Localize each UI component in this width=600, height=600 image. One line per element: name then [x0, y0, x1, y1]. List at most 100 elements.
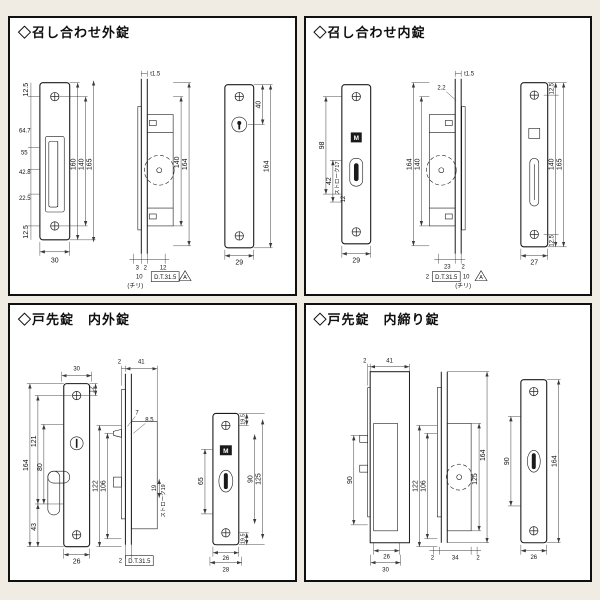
dim-top-margin: 12.5 [549, 82, 555, 94]
front-view-interior-plate: M [212, 412, 240, 545]
dim-2: 2 [425, 275, 429, 281]
dim-top-margin: 12.5 [23, 83, 30, 97]
keyhole-icon [237, 121, 242, 125]
dim-thickness-t1-5: t1.5 [464, 72, 475, 78]
front-view-interior-plate [224, 84, 255, 249]
section-view: 2 41 7 8.5 ストローク19 19 [113, 359, 167, 545]
dim-122: 122 [93, 480, 100, 492]
front-view-interior-plate: M [340, 84, 371, 245]
label-datum-a: A [479, 275, 483, 281]
dim-plate-width-26: 26 [223, 556, 230, 562]
dim-plate-height-164: 164 [264, 160, 271, 172]
latch-bolt [113, 428, 122, 438]
dim-90-left: 90 [346, 476, 353, 484]
dim-gap-2: 2 [461, 265, 465, 271]
dim-125: 125 [256, 473, 263, 485]
dim-leader-7: 7 [135, 410, 139, 416]
edge-section-view: 2 41 90 26 30 [346, 358, 410, 573]
brand-logo-letter: M [353, 135, 358, 142]
dim-55: 55 [21, 150, 28, 156]
dim-bottom-margin: 12.5 [549, 234, 555, 246]
dim-overall-165: 165 [556, 158, 563, 170]
dim-30: 30 [73, 366, 80, 372]
dim-42-8: 42.8 [19, 170, 31, 176]
panel-tosaki-inside-deadlock: ◇戸先錠 内締り錠 2 41 90 [303, 302, 592, 582]
dim-122: 122 [412, 480, 419, 492]
dim-thickness-t1-5: t1.5 [150, 72, 161, 78]
drawing-meshiawase-exterior: 12.5 64.7 55 42.8 22.5 12.5 160 140 165 [19, 70, 273, 290]
dim-90-right: 90 [503, 457, 510, 465]
dim-90: 90 [248, 475, 255, 483]
dim-chiri-10: 10 [136, 275, 143, 281]
dim-30: 30 [382, 567, 389, 573]
panel-title: ◇召し合わせ内錠 [313, 25, 426, 40]
dim-leader-8-5: 8.5 [145, 417, 154, 423]
thumbturn [526, 449, 541, 472]
brand-logo [350, 132, 362, 143]
dim-top-41: 41 [138, 359, 145, 365]
dim-19: 19 [152, 484, 158, 491]
front-view-exterior-plate [519, 82, 548, 248]
label-stroke-19: ストローク19 [160, 484, 167, 517]
dim-106: 106 [101, 480, 108, 492]
dim-22-5: 22.5 [19, 196, 31, 202]
dim-bottom-margin: 12.5 [23, 225, 30, 239]
panel-tosaki-inside-outside: ◇戸先錠 内外錠 164 [8, 302, 297, 582]
section-left-dimensions: 106 122 2 D.T.31.5 [93, 424, 154, 566]
panel-title: ◇召し合わせ外錠 [18, 25, 131, 40]
dim-chiri-10: 10 [462, 275, 469, 281]
dim-section-164: 164 [182, 158, 189, 170]
section-view [425, 78, 465, 254]
dim-overall-width-28: 28 [223, 567, 230, 573]
key-cylinder [231, 116, 248, 133]
dim-42: 42 [325, 177, 332, 185]
dim-top-2: 2 [363, 358, 367, 364]
dim-164-right: 164 [551, 455, 558, 467]
thumbturn [218, 469, 234, 492]
dim-26: 26 [383, 554, 390, 560]
front-view-interior-plate [519, 378, 547, 543]
dim-98: 98 [318, 141, 325, 149]
brand-logo-letter: M [223, 448, 228, 455]
section-view [137, 78, 175, 254]
panel-meshiawase-interior: ◇召し合わせ内錠 M 98 42 ストローク17 [303, 16, 592, 296]
panel-title: ◇戸先錠 内外錠 [18, 311, 131, 327]
dim-plate-width-26: 26 [530, 555, 537, 561]
dim-12: 12 [160, 266, 167, 272]
section-dimensions: t1.5 2.2 164 140 [406, 70, 475, 247]
dim-106: 106 [420, 480, 427, 492]
label-door-thickness: D.T.31.5 [154, 275, 177, 281]
right-plate-dimensions: 90 164 26 [503, 378, 561, 561]
dim-19-5-top: 19.5 [241, 414, 247, 425]
left-dimension-chain: 12.5 64.7 55 42.8 22.5 12.5 [19, 82, 40, 240]
thumbturn [349, 157, 363, 187]
left-dimension-chain: 98 42 ストローク17 12 29 [318, 96, 371, 265]
label-door-thickness: D.T.31.5 [128, 559, 151, 565]
label-door-thickness: D.T.31.5 [435, 275, 458, 281]
dim-121: 121 [31, 435, 38, 447]
right-plate-dimensions: 40 164 29 [224, 84, 273, 267]
door-section-view: 106 122 125 164 2 34 2 [412, 370, 489, 561]
dim-43: 43 [31, 522, 38, 530]
dim-plate-width-30: 30 [51, 258, 59, 265]
panel-title: ◇戸先錠 内締り錠 [313, 311, 440, 327]
dim-top-margin-12: 12 [90, 385, 96, 392]
bottom-width-dimension: 30 [39, 241, 70, 265]
dead-bolt [113, 476, 122, 487]
hook-bolt-upper [358, 434, 368, 443]
right-plate-dimensions: 12.5 140 12.5 165 27 [520, 82, 567, 267]
panel-meshiawase-exterior: ◇召し合わせ外錠 12.5 64.7 55 42.8 [8, 16, 297, 296]
dim-125: 125 [472, 473, 479, 485]
section-dimensions: t1.5 140 164 [141, 70, 192, 247]
dim-top-41: 41 [386, 358, 393, 364]
dim-screw-pitch-140: 140 [548, 158, 555, 170]
dim-section-164: 164 [406, 158, 413, 170]
dim-overall-165: 165 [87, 158, 94, 170]
left-dimension-chain: 164 121 43 80 12 30 26 [23, 366, 98, 565]
dim-top-2: 2 [118, 359, 122, 365]
dim-cylinder-40: 40 [256, 101, 263, 109]
label-chiri: (チリ) [455, 283, 471, 290]
dim-19-5-bottom: 19.5 [241, 533, 247, 544]
dim-screw-pitch-140: 140 [79, 158, 86, 170]
dim-2-right: 2 [476, 555, 480, 561]
